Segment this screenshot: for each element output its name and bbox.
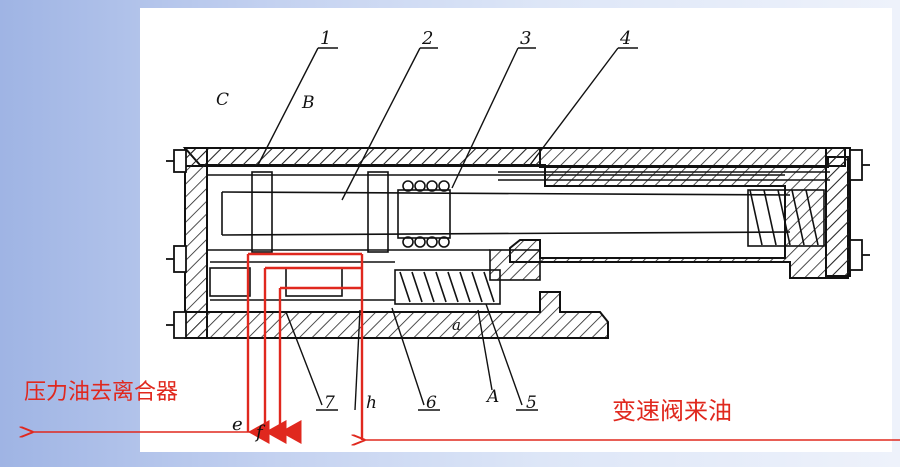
leader-lines	[257, 47, 638, 411]
oil-flow-lines	[246, 252, 364, 444]
valve-housing	[182, 147, 851, 339]
part-number-5: 5	[526, 393, 537, 413]
label-oil-from-shift-valve: 变速阀来油	[612, 397, 732, 425]
spring-right	[498, 171, 830, 247]
spring-3	[397, 180, 451, 248]
part-number-4: 4	[619, 28, 631, 49]
letter-c: C	[216, 90, 229, 110]
letter-e: e	[232, 414, 243, 435]
label-pressure-oil-to-clutch: 压力油去离合器	[24, 380, 179, 405]
bolts	[166, 149, 870, 339]
part-number-1: 1	[320, 28, 331, 49]
letter-b: B	[301, 93, 315, 113]
part-number-2: 2	[421, 28, 433, 49]
part-number-3: 3	[520, 28, 531, 49]
letter-a-upper: A	[485, 387, 499, 407]
flow-arrows	[32, 432, 900, 440]
part-number-6: 6	[426, 393, 437, 413]
letter-a-lower: a	[452, 316, 461, 334]
letter-h: h	[366, 393, 377, 413]
spool-bore	[207, 171, 791, 253]
part-number-7: 7	[324, 393, 335, 413]
